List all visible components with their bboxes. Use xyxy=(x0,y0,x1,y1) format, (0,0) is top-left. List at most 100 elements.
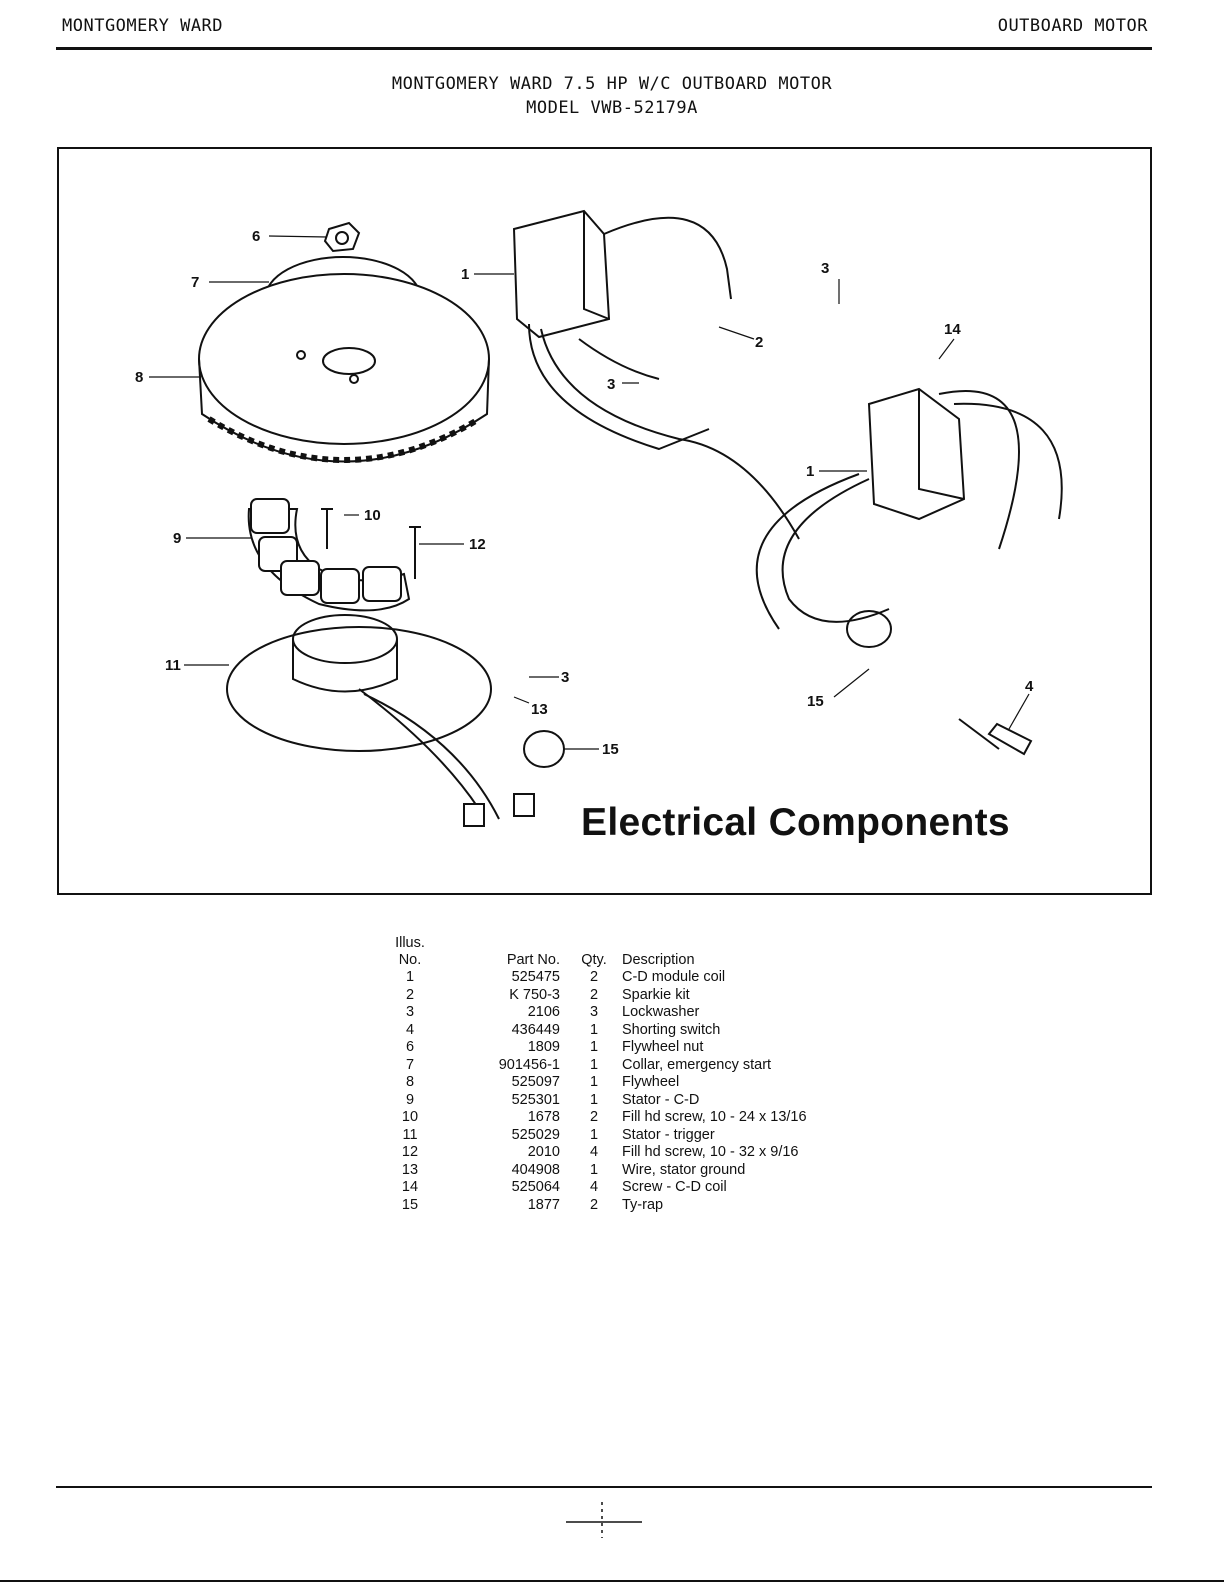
header-qty: Qty. xyxy=(581,952,607,968)
callout-3-top: 3 xyxy=(821,260,829,277)
trigger-stator xyxy=(226,614,535,827)
callout-7: 7 xyxy=(191,274,199,291)
callout-15-bottom: 15 xyxy=(602,741,619,758)
cell-part-no: 2010 xyxy=(527,1144,560,1160)
callout-2: 2 xyxy=(755,334,763,351)
stator-screws xyxy=(321,508,421,579)
cell-qty: 3 xyxy=(589,1004,599,1020)
ty-rap-right xyxy=(846,610,892,648)
callout-8: 8 xyxy=(135,369,143,386)
callout-15-right: 15 xyxy=(807,693,824,710)
model-number: MODEL VWB-52179A xyxy=(526,98,698,118)
cell-qty: 1 xyxy=(589,1074,599,1090)
flywheel-nut xyxy=(323,221,361,253)
leader-lines xyxy=(149,235,1030,750)
bottom-rule xyxy=(56,1486,1152,1488)
cell-part-no: 525064 xyxy=(511,1179,560,1195)
callout-6: 6 xyxy=(252,228,260,245)
cell-illus-no: 2 xyxy=(405,986,415,1003)
table-row: 8 525097 1 Flywheel xyxy=(380,1074,807,1092)
cell-qty: 1 xyxy=(589,1039,599,1055)
diagram-drawing: 6 7 8 9 10 12 11 1 2 3 3 14 1 3 13 15 15… xyxy=(135,209,1063,827)
diagram-caption: Electrical Components xyxy=(581,801,1010,844)
callout-14: 14 xyxy=(944,321,961,338)
parts-table-header: Illus. No. Part No. Qty. Description xyxy=(380,935,807,969)
callout-12: 12 xyxy=(469,536,486,553)
cell-part-no: 525475 xyxy=(511,969,560,985)
cell-description: Collar, emergency start xyxy=(622,1056,772,1073)
flywheel xyxy=(198,273,490,463)
cell-qty: 1 xyxy=(589,1126,599,1143)
cell-illus-no: 8 xyxy=(405,1074,415,1090)
cell-qty: 1 xyxy=(589,1056,599,1073)
cell-qty: 1 xyxy=(589,1161,599,1178)
cell-illus-no: 9 xyxy=(405,1091,415,1108)
cell-part-no: 1678 xyxy=(527,1109,560,1125)
callout-10: 10 xyxy=(364,507,381,524)
stator-cd xyxy=(247,498,411,612)
table-row: 13 404908 1 Wire, stator ground xyxy=(380,1162,807,1180)
header-illus-no: Illus. No. xyxy=(395,935,425,968)
cell-qty: 2 xyxy=(589,986,599,1003)
cell-description: Fill hd screw, 10 - 24 x 13/16 xyxy=(622,1109,807,1125)
callout-3-bottom: 3 xyxy=(561,669,569,686)
cell-part-no: 2106 xyxy=(527,1004,560,1020)
cell-part-no: 404908 xyxy=(511,1161,560,1178)
header-right: OUTBOARD MOTOR xyxy=(997,16,1148,36)
cell-qty: 2 xyxy=(589,1196,599,1213)
cd-module-coil-right xyxy=(755,387,1063,630)
cell-part-no: 1877 xyxy=(527,1196,560,1213)
cell-part-no: 525097 xyxy=(511,1074,560,1090)
cell-illus-no: 13 xyxy=(401,1161,419,1178)
table-row: 2 K 750-3 2 Sparkie kit xyxy=(380,987,807,1005)
top-rule xyxy=(56,47,1152,50)
cell-qty: 2 xyxy=(589,1109,599,1125)
header-part-no: Part No. xyxy=(506,952,560,968)
table-row: 15 1877 2 Ty-rap xyxy=(380,1197,807,1215)
cell-qty: 4 xyxy=(589,1179,599,1195)
cell-description: Shorting switch xyxy=(622,1021,721,1038)
page-mark xyxy=(566,1502,642,1538)
cell-qty: 2 xyxy=(589,969,599,985)
cd-module-coil-top xyxy=(512,209,800,540)
cell-illus-no: 4 xyxy=(405,1021,415,1038)
callout-labels: 6 7 8 9 10 12 11 1 2 3 3 14 1 3 13 15 15… xyxy=(135,228,1034,758)
shorting-switch xyxy=(958,718,1033,756)
cell-part-no: 525301 xyxy=(511,1091,560,1108)
page-title: MONTGOMERY WARD 7.5 HP W/C OUTBOARD MOTO… xyxy=(391,74,833,94)
cell-part-no: 436449 xyxy=(511,1021,560,1038)
cell-illus-no: 6 xyxy=(405,1039,415,1055)
callout-9: 9 xyxy=(173,530,181,547)
header-left: MONTGOMERY WARD xyxy=(62,16,224,36)
cell-illus-no: 15 xyxy=(401,1196,419,1213)
cell-illus-no: 10 xyxy=(401,1109,419,1125)
header-description: Description xyxy=(622,952,695,968)
cell-description: Screw - C-D coil xyxy=(622,1179,727,1195)
cell-part-no: 901456-1 xyxy=(498,1056,560,1073)
cell-qty: 1 xyxy=(589,1091,599,1108)
callout-11: 11 xyxy=(165,657,181,674)
cell-illus-no: 1 xyxy=(405,969,415,985)
callout-4: 4 xyxy=(1025,678,1034,695)
cell-part-no: K 750-3 xyxy=(509,986,560,1003)
exploded-diagram: 6 7 8 9 10 12 11 1 2 3 3 14 1 3 13 15 15… xyxy=(57,147,1152,895)
callout-13: 13 xyxy=(531,701,548,718)
callout-1-top: 1 xyxy=(461,266,469,283)
cell-illus-no: 11 xyxy=(402,1126,418,1143)
cell-description: Flywheel xyxy=(622,1074,680,1090)
cell-description: Wire, stator ground xyxy=(622,1161,746,1178)
cell-description: Sparkie kit xyxy=(622,986,690,1003)
cell-description: Ty-rap xyxy=(622,1196,664,1213)
cell-description: Lockwasher xyxy=(622,1004,700,1020)
